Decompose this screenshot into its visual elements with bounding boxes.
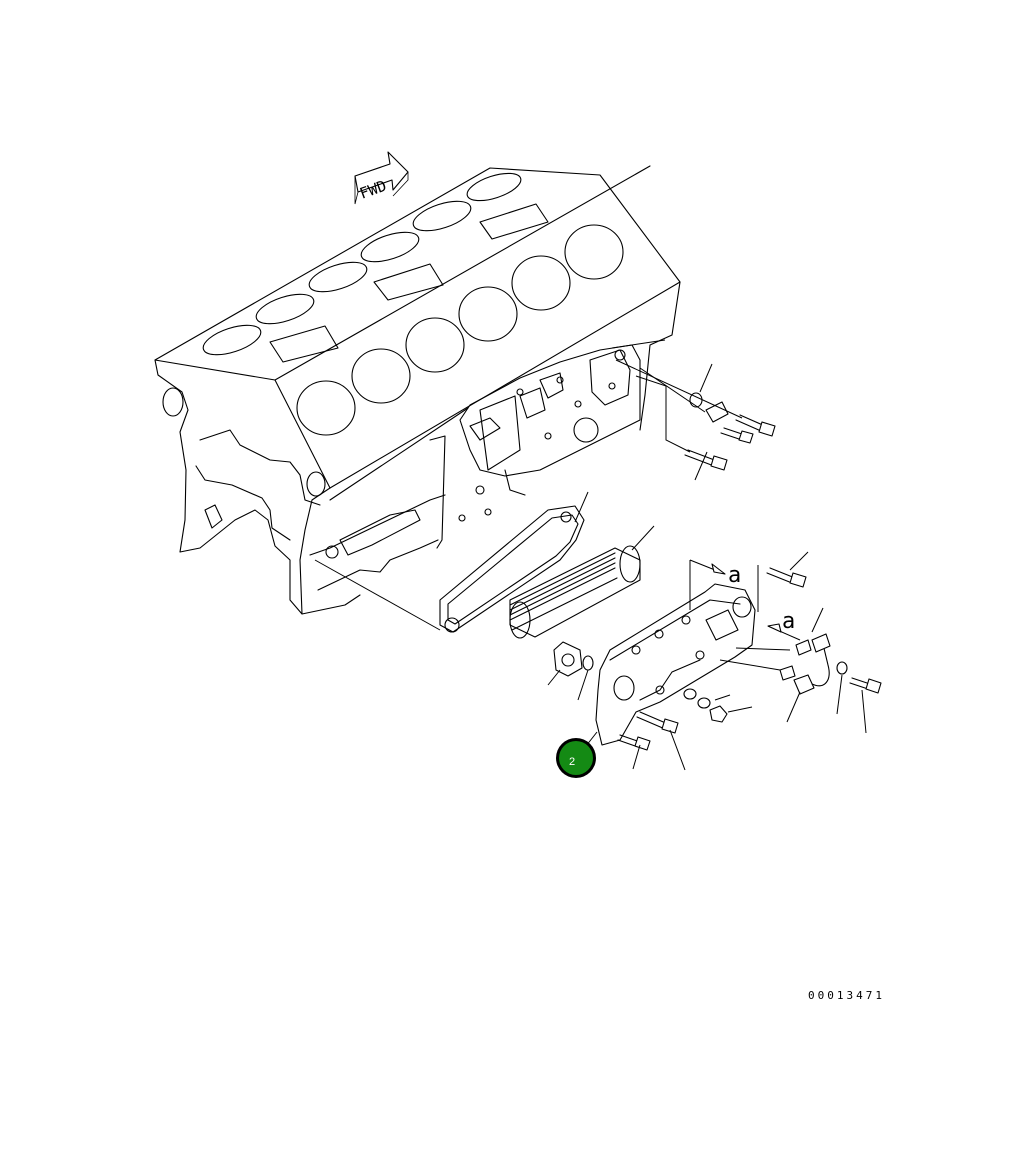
bolt-upper-2 — [720, 427, 754, 444]
right-bank-bores — [296, 224, 624, 436]
bolt-lower-2 — [617, 734, 651, 751]
svg-text:a: a — [782, 609, 795, 634]
bolt-upper-3 — [684, 449, 728, 471]
sensor — [779, 633, 831, 695]
svg-text:a: a — [728, 563, 741, 588]
drawing-code: 00013471 — [808, 989, 885, 1002]
view-marker-a-lower: a — [767, 609, 801, 641]
bolt-upper-1 — [735, 414, 776, 437]
engine-block — [154, 165, 681, 615]
oil-cooler-cover — [595, 583, 756, 746]
callout-label: 2 — [569, 756, 575, 768]
leader-lines — [547, 363, 867, 771]
bolt-right-1 — [766, 567, 807, 588]
callout-circle[interactable] — [559, 741, 593, 775]
washer — [836, 661, 848, 675]
left-bank-bores — [202, 172, 549, 363]
assembly-guide-lines — [314, 339, 791, 671]
cover-plate — [705, 401, 729, 423]
gasket — [439, 505, 585, 633]
bolt-right-2 — [849, 677, 882, 694]
callout-bubble-2[interactable]: 2 — [556, 731, 598, 778]
bolt-lower-1 — [636, 711, 679, 734]
o-ring — [582, 655, 594, 671]
small-gasket — [553, 641, 583, 677]
fwd-arrow-icon: FWD — [354, 151, 409, 205]
nut — [683, 688, 728, 723]
oil-cooler-core — [509, 545, 641, 639]
view-marker-a-upper: a — [689, 559, 741, 588]
